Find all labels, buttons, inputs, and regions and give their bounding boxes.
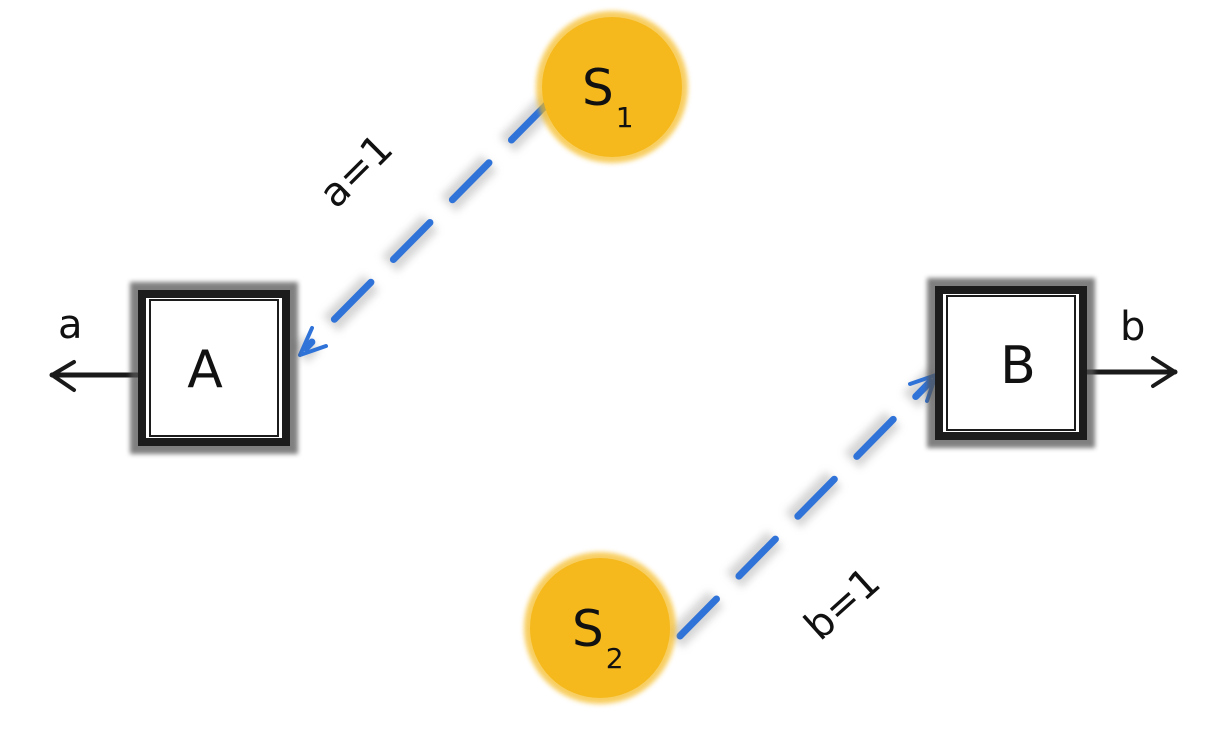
- output-b-label: b: [1120, 304, 1145, 350]
- edge-s2-to-b: [667, 367, 944, 648]
- output-b-arrow: [1084, 356, 1180, 388]
- box-b: [927, 278, 1095, 448]
- edge-s1-to-a-arrowhead: [298, 326, 328, 357]
- edge-s2-to-b-dashes: [676, 378, 934, 640]
- source-s2-subscript: 2: [606, 642, 624, 675]
- output-a-arrow: [49, 360, 141, 392]
- source-s1: S1: [536, 11, 688, 163]
- edge-s1-to-a-dashes: [302, 99, 552, 352]
- source-s1-circle: [542, 17, 682, 157]
- source-s2-symbol: S: [572, 600, 604, 658]
- edge-s1-to-a: [292, 95, 556, 363]
- source-s2-circle: [530, 558, 670, 698]
- edge-s2-to-b-label: b=1: [796, 559, 889, 650]
- edge-s1-to-a-label: a=1: [311, 126, 403, 218]
- svg-text:S2: S2: [572, 600, 624, 675]
- box-b-label: B: [1000, 336, 1036, 396]
- svg-text:S1: S1: [582, 59, 634, 134]
- source-s1-subscript: 1: [616, 101, 634, 134]
- box-a: [130, 282, 298, 454]
- output-a-label: a: [58, 302, 83, 348]
- source-s1-symbol: S: [582, 59, 614, 117]
- box-a-label: A: [187, 340, 223, 400]
- source-s2: S2: [524, 552, 676, 704]
